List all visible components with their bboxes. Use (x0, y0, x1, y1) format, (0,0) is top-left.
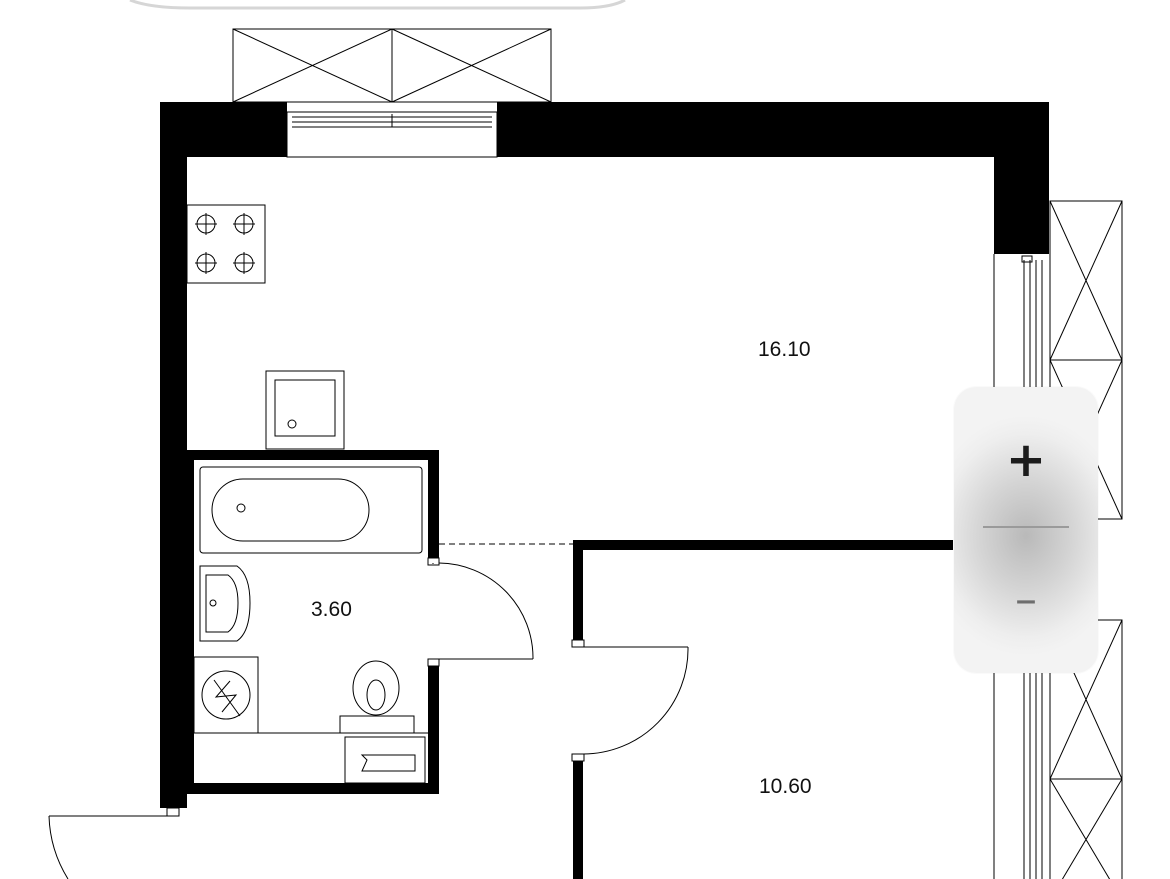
room-area-living-kitchen: 16.10 (758, 338, 811, 361)
entrance-door (48, 807, 180, 879)
room-area-bathroom: 3.60 (311, 598, 352, 621)
bathroom-walls (180, 450, 439, 794)
outer-walls (160, 102, 1049, 808)
zoom-out-button[interactable]: – (954, 545, 1098, 655)
room-area-bedroom: 10.60 (759, 775, 812, 798)
top-balcony (232, 28, 552, 103)
kitchen-sink (265, 370, 345, 450)
top-window (286, 111, 498, 158)
bathroom-door (432, 562, 534, 660)
plus-icon: + (1005, 432, 1047, 488)
boiler (193, 656, 259, 734)
toilet (194, 660, 428, 734)
wash-basin (199, 565, 251, 642)
stove (186, 204, 266, 284)
zoom-divider (983, 526, 1069, 528)
top-bar-edge (129, 0, 626, 10)
zoom-control: + – (954, 387, 1098, 673)
zoom-in-button[interactable]: + (954, 405, 1098, 515)
washing-machine (344, 736, 426, 784)
minus-icon: – (1015, 574, 1037, 625)
bedroom-door (582, 646, 689, 755)
bedroom-walls (573, 540, 953, 879)
bathtub (199, 466, 423, 554)
